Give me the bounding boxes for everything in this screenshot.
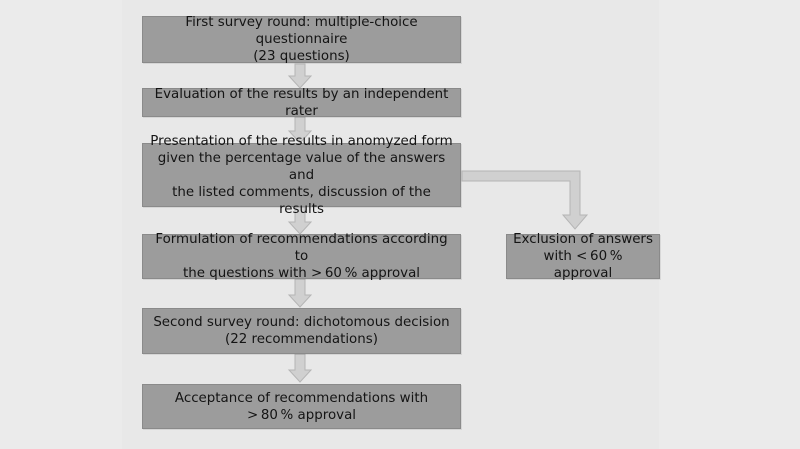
step-first-survey-round: First survey round: multiple-choice ques… xyxy=(142,15,461,64)
arrow-side-exclusion xyxy=(461,170,589,230)
step-label: Second survey round: dichotomous decisio… xyxy=(153,315,450,347)
step-evaluation: Evaluation of the results by an independ… xyxy=(142,86,461,119)
arrow-down-3 xyxy=(287,206,313,235)
side-box-label: Exclusion of answers with < 60 % approva… xyxy=(513,232,653,281)
arrow-down-2 xyxy=(287,116,313,144)
arrow-down-4 xyxy=(287,278,313,308)
step-label: Evaluation of the results by an independ… xyxy=(154,86,449,119)
step-formulation: Formulation of recommendations according… xyxy=(142,232,461,281)
step-label: Presentation of the results in anomyzed … xyxy=(150,133,453,217)
arrow-down-1 xyxy=(287,63,313,89)
arrow-down-5 xyxy=(287,353,313,383)
step-label: Formulation of recommendations according… xyxy=(155,232,448,281)
step-acceptance: Acceptance of recommendations with > 80 … xyxy=(142,384,461,429)
step-label: Acceptance of recommendations with > 80 … xyxy=(174,390,429,423)
step-presentation: Presentation of the results in anomyzed … xyxy=(142,134,461,217)
flowchart-panel xyxy=(122,0,659,449)
step-label: First survey round: multiple-choice ques… xyxy=(185,15,418,64)
side-box-exclusion: Exclusion of answers with < 60 % approva… xyxy=(506,232,660,281)
step-second-survey-round: Second survey round: dichotomous decisio… xyxy=(142,308,461,354)
